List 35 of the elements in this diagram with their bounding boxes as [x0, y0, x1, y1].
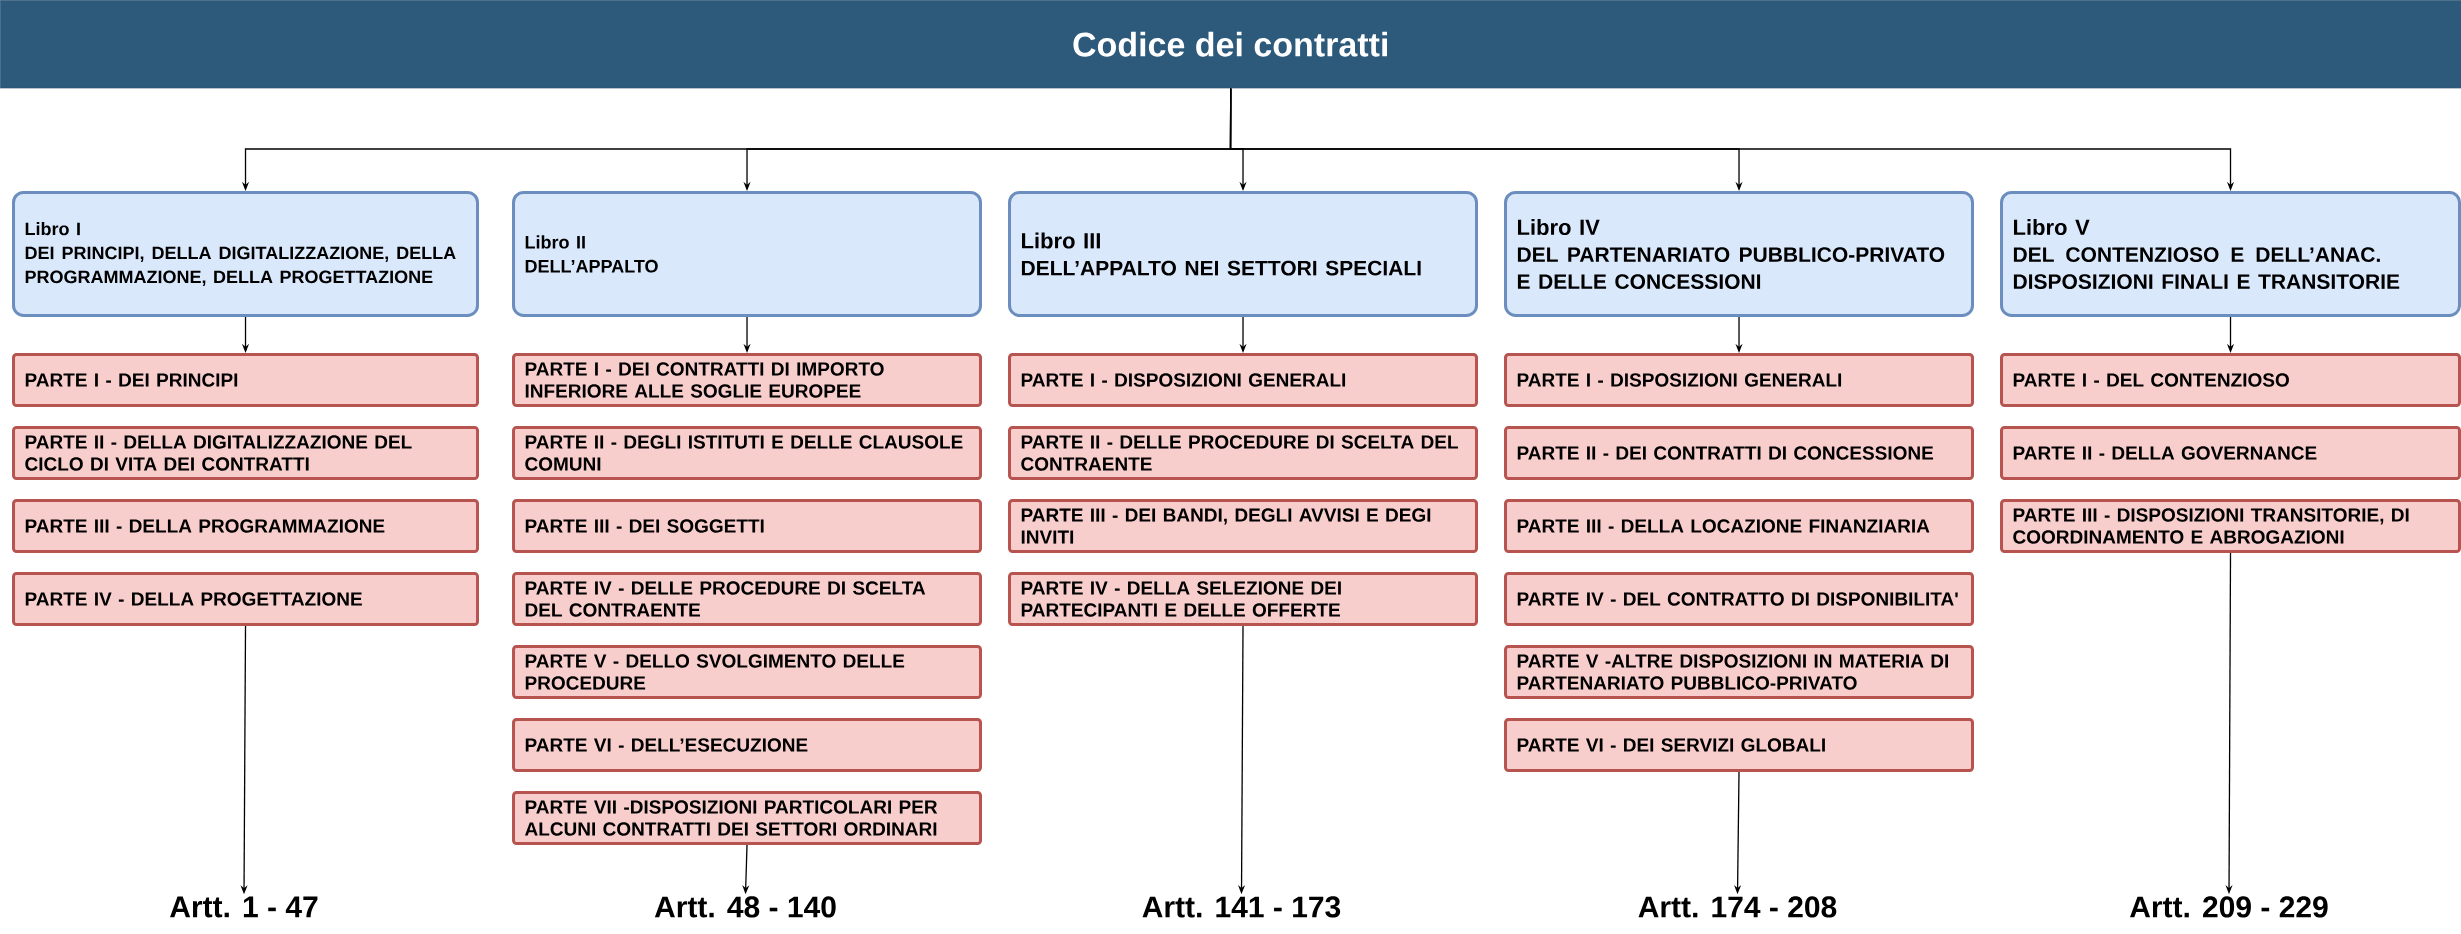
part-box: PARTE I - DEL CONTENZIOSO — [2000, 353, 2461, 407]
part-box: PARTE II - DELLA GOVERNANCE — [2000, 426, 2461, 480]
part-box: PARTE VI - DEI SERVIZI GLOBALI — [1504, 718, 1974, 772]
part-box: PARTE I - DISPOSIZIONI GENERALI — [1008, 353, 1478, 407]
part-box: PARTE III - DELLA LOCAZIONE FINANZIARIA — [1504, 499, 1974, 553]
article-range: Artt. 141 - 173 — [1142, 896, 1341, 918]
part-box: PARTE III - DEI SOGGETTI — [512, 499, 982, 553]
title-banner: Codice dei contratti — [0, 0, 2461, 89]
part-box: PARTE I - DEI PRINCIPI — [12, 353, 479, 407]
book-box: Libro IV DEL PARTENARIATO PUBBLICO-PRIVATO E DELLE CONCESSIONI — [1504, 191, 1974, 317]
article-range: Artt. 209 - 229 — [2130, 896, 2328, 918]
book-box: Libro V DEL CONTENZIOSO E DELL’ANAC. DISPOSIZIONI FINALI E TRANSITORIE — [2000, 191, 2461, 317]
book-box: Libro III DELL’APPALTO NEI SETTORI SPECIALI — [1008, 191, 1478, 317]
part-box: PARTE II - DEI CONTRATTI DI CONCESSIONE — [1504, 426, 1974, 480]
part-box: PARTE IV - DELLA PROGETTAZIONE — [12, 572, 479, 626]
part-box: PARTE IV - DELLA SELEZIONE DEI PARTECIPANTI E DELLE OFFERTE — [1008, 572, 1478, 626]
article-range: Artt. 48 - 140 — [654, 896, 836, 918]
book-box: Libro I DEI PRINCIPI, DELLA DIGITALIZZAZIONE, DELLA PROGRAMMAZIONE, DELLA PROGETTAZIONE — [12, 191, 479, 317]
book-box: Libro II DELL’APPALTO — [512, 191, 982, 317]
part-box: PARTE II - DEGLI ISTITUTI E DELLE CLAUSOLE COMUNI — [512, 426, 982, 480]
part-box: PARTE I - DEI CONTRATTI DI IMPORTO INFERIORE ALLE SOGLIE EUROPEE — [512, 353, 982, 407]
article-range: Artt. 1 - 47 — [170, 896, 318, 918]
part-box: PARTE III - DEI BANDI, DEGLI AVVISI E DEGI INVITI — [1008, 499, 1478, 553]
part-box: PARTE II - DELLE PROCEDURE DI SCELTA DEL CONTRAENTE — [1008, 426, 1478, 480]
part-box: PARTE V -ALTRE DISPOSIZIONI IN MATERIA DI PARTENARIATO PUBBLICO-PRIVATO — [1504, 645, 1974, 699]
part-box: PARTE I - DISPOSIZIONI GENERALI — [1504, 353, 1974, 407]
part-box: PARTE II - DELLA DIGITALIZZAZIONE DEL CICLO DI VITA DEI CONTRATTI — [12, 426, 479, 480]
part-box: PARTE VII -DISPOSIZIONI PARTICOLARI PER ALCUNI CONTRATTI DEI SETTORI ORDINARI — [512, 791, 982, 845]
part-box: PARTE III - DISPOSIZIONI TRANSITORIE, DI COORDINAMENTO E ABROGAZIONI — [2000, 499, 2461, 553]
part-box: PARTE VI - DELL’ESECUZIONE — [512, 718, 982, 772]
article-range: Artt. 174 - 208 — [1638, 896, 1837, 918]
part-box: PARTE IV - DELLE PROCEDURE DI SCELTA DEL CONTRAENTE — [512, 572, 982, 626]
part-box: PARTE IV - DEL CONTRATTO DI DISPONIBILITA' — [1504, 572, 1974, 626]
part-box: PARTE III - DELLA PROGRAMMAZIONE — [12, 499, 479, 553]
part-box: PARTE V - DELLO SVOLGIMENTO DELLE PROCEDURE — [512, 645, 982, 699]
